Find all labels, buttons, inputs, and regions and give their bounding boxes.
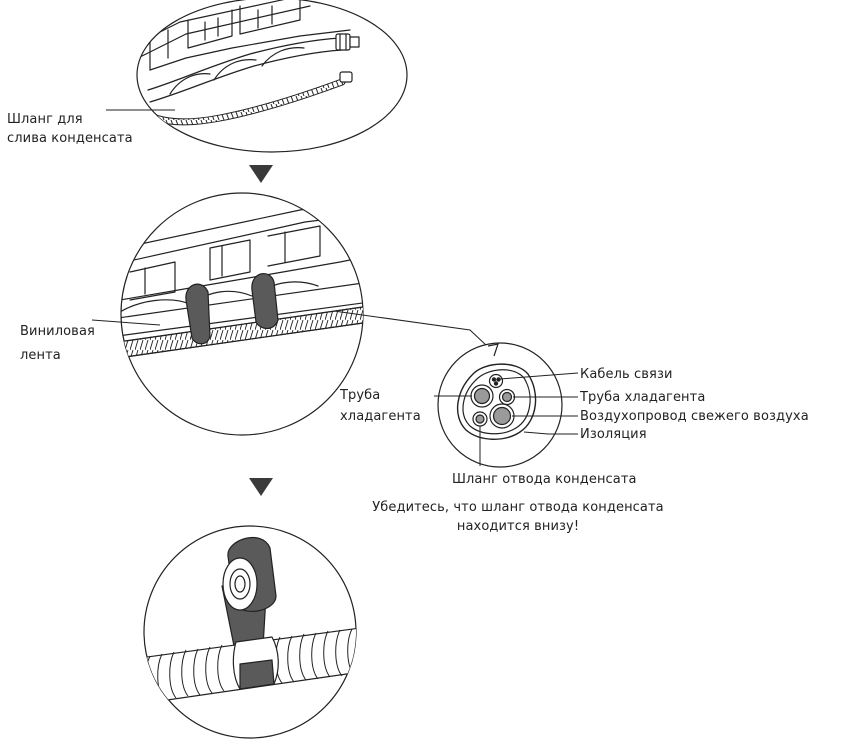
vinyl-tape-label: Виниловая лента <box>20 320 95 368</box>
comm-cable-leader-line <box>499 372 579 380</box>
arrow-down-icon <box>249 478 273 496</box>
tape-wrapping-illustration <box>143 525 357 739</box>
condensate-hose-label: Шланг отвода конденсата <box>452 472 637 487</box>
refrigerant-pipe-left-label: Труба хладагента <box>340 385 421 427</box>
fresh-air-duct-label: Воздухопровод свежего воздуха <box>580 409 809 424</box>
vinyl-tape-label-line: Виниловая <box>20 324 95 339</box>
warning-note-line: находится внизу! <box>456 519 580 534</box>
drain-hose-label-line: Шланг для <box>7 112 83 127</box>
drain-hose-detail-illustration <box>136 0 408 153</box>
vinyl-tape-label-line: лента <box>20 348 61 363</box>
refrigerant-pipe-left-label-line: хладагента <box>340 409 421 424</box>
vinyl-tape-detail-illustration <box>120 192 364 436</box>
callout-connector-line <box>333 310 488 347</box>
refrigerant-pipe-right-label: Труба хладагента <box>580 390 706 405</box>
insulation-label: Изоляция <box>580 427 647 442</box>
drain-hose-label-line: слива конденсата <box>7 131 133 146</box>
insulation-leader-line <box>523 431 578 435</box>
arrow-down-icon <box>249 165 273 183</box>
warning-note: Убедитесь, что шланг отвода конденсата н… <box>318 498 718 536</box>
drain-hose-label: Шланг для слива конденсата <box>7 110 133 148</box>
refrigerant-pipe-left-label-line: Труба <box>340 388 381 403</box>
cross-section-illustration <box>437 342 563 468</box>
vinyl-tape-leader-line <box>91 319 161 326</box>
cross-section-leader-lines <box>434 372 579 466</box>
comm-cable-label: Кабель связи <box>580 367 673 382</box>
warning-note-line: Убедитесь, что шланг отвода конденсата <box>372 500 664 515</box>
